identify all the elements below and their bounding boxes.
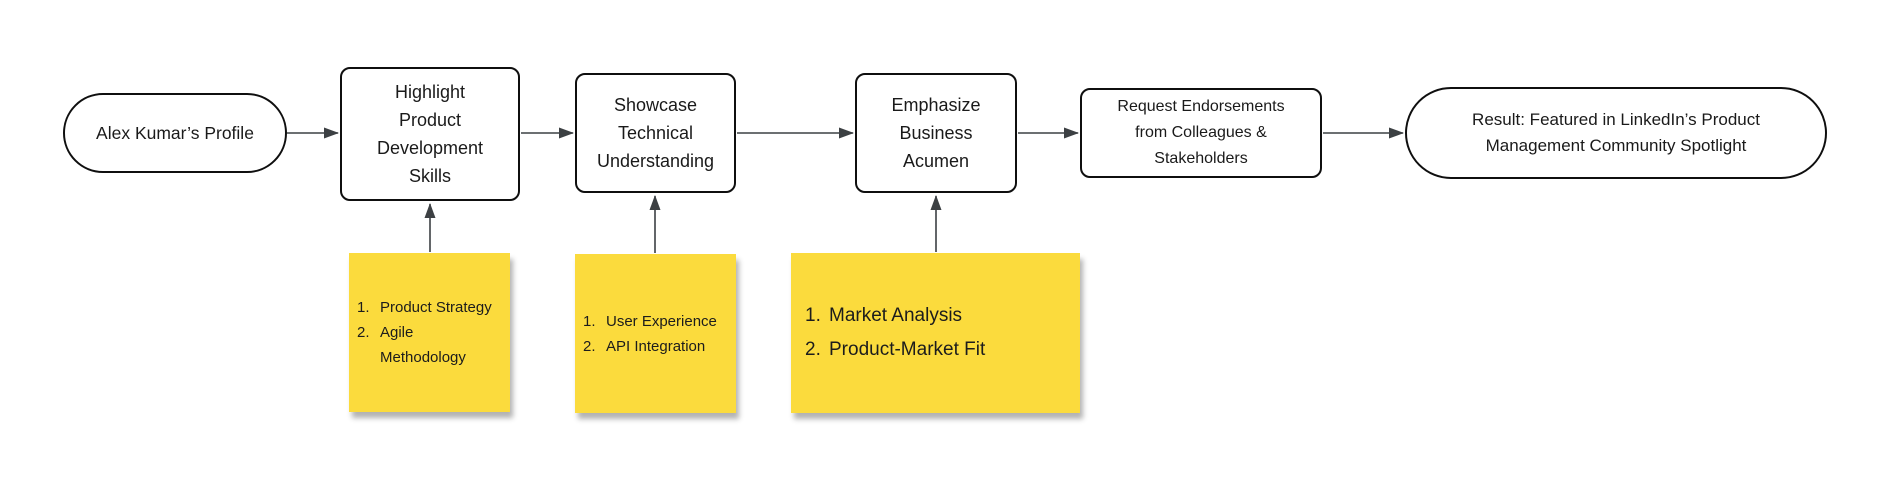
- node-showcase-technical-label: Showcase Technical Understanding: [596, 95, 715, 171]
- list-item-text: Market Analysis: [829, 305, 963, 326]
- node-request-endorsements-label: Request Endorsements from Colleagues & S…: [1117, 98, 1285, 167]
- list-item-text: API Integration: [606, 337, 706, 355]
- list-item: 2. Product-Market Fit: [805, 333, 1080, 367]
- list-item-number: 2.: [805, 339, 821, 360]
- node-profile-label: Alex Kumar’s Profile: [96, 123, 254, 143]
- list-item: 1. Product Strategy: [357, 295, 510, 320]
- list-item: 1. User Experience: [583, 309, 736, 334]
- node-result-label: Result: Featured in LinkedIn’s Product M…: [1472, 110, 1760, 155]
- node-request-endorsements[interactable]: Request Endorsements from Colleagues & S…: [1080, 88, 1322, 178]
- list-item-text: Agile Methodology: [380, 324, 466, 366]
- node-profile[interactable]: Alex Kumar’s Profile: [63, 93, 287, 173]
- node-highlight-product-skills[interactable]: Highlight Product Development Skills: [340, 67, 520, 201]
- list-item-number: 1.: [805, 305, 821, 326]
- list-item-text: Product Strategy: [380, 299, 492, 316]
- node-emphasize-business[interactable]: Emphasize Business Acumen: [855, 73, 1017, 193]
- list-item-number: 1.: [583, 312, 596, 330]
- sticky-note-technical[interactable]: 1. User Experience 2. API Integration: [575, 254, 736, 413]
- node-result[interactable]: Result: Featured in LinkedIn’s Product M…: [1405, 87, 1827, 179]
- list-item-number: 1.: [357, 299, 370, 316]
- list-item-text: Product-Market Fit: [829, 339, 986, 360]
- list-item: 1. Market Analysis: [805, 299, 1080, 333]
- list-item: 2. Agile Methodology: [357, 320, 510, 370]
- list-item: 2. API Integration: [583, 334, 736, 359]
- list-item-text: User Experience: [606, 312, 717, 330]
- sticky-note-business[interactable]: 1. Market Analysis 2. Product-Market Fit: [791, 253, 1080, 413]
- sticky-note-product-skills[interactable]: 1. Product Strategy 2. Agile Methodology: [349, 253, 510, 412]
- node-emphasize-business-label: Emphasize Business Acumen: [891, 95, 981, 171]
- node-highlight-product-skills-label: Highlight Product Development Skills: [376, 82, 484, 186]
- list-item-number: 2.: [357, 324, 370, 341]
- node-showcase-technical[interactable]: Showcase Technical Understanding: [575, 73, 736, 193]
- list-item-number: 2.: [583, 337, 596, 355]
